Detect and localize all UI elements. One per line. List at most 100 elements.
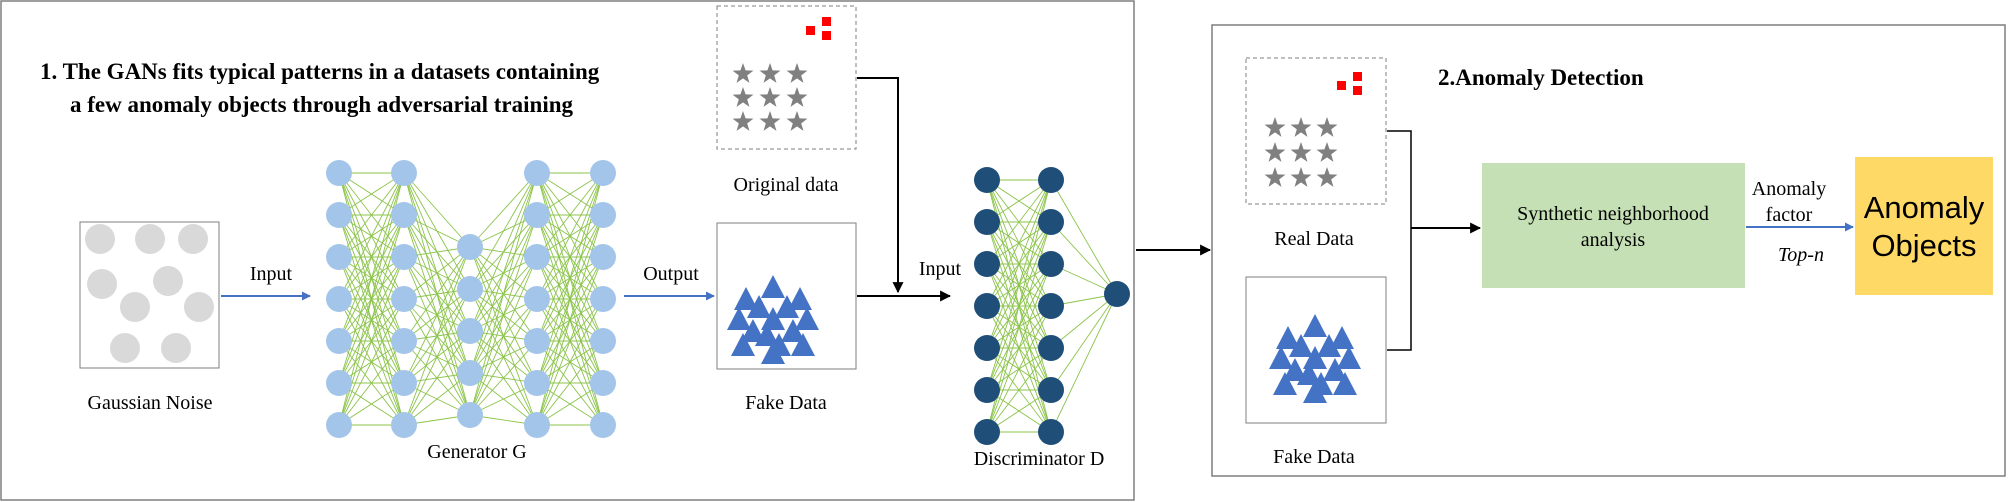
neuron-node xyxy=(590,160,616,186)
neuron-node xyxy=(524,202,550,228)
network-connection xyxy=(469,256,538,416)
network-connection xyxy=(1050,179,1118,295)
network-connection xyxy=(536,172,604,300)
neuron-node xyxy=(457,360,483,386)
network-connection xyxy=(1050,221,1118,295)
anomaly-factor-label-line1: Anomaly xyxy=(1752,178,1826,200)
output-label: Output xyxy=(643,263,699,285)
fake-data-box-2 xyxy=(1245,276,1387,424)
real-data-connector xyxy=(1387,130,1412,228)
neuron-node xyxy=(391,244,417,270)
neuron-node xyxy=(590,202,616,228)
anomaly-square xyxy=(822,17,831,26)
neuron-node xyxy=(391,412,417,438)
discriminator-network xyxy=(974,167,1130,445)
neuron-node xyxy=(326,286,352,312)
fake-data-label: Fake Data xyxy=(745,392,827,414)
network-connection xyxy=(403,246,471,300)
neuron-node xyxy=(974,335,1000,361)
network-connection xyxy=(536,382,604,426)
neuron-node xyxy=(326,202,352,228)
neuron-node xyxy=(524,244,550,270)
neuron-node xyxy=(1038,251,1064,277)
network-connection xyxy=(986,179,1052,307)
network-connection xyxy=(469,298,538,416)
top-n-label: Top-n xyxy=(1778,244,1824,266)
network-connection xyxy=(403,246,471,384)
network-connection xyxy=(536,172,604,384)
neuron-node xyxy=(1104,281,1130,307)
neuron-node xyxy=(391,286,417,312)
noise-circle xyxy=(178,224,208,254)
neuron-node xyxy=(457,276,483,302)
fake-data-label-2: Fake Data xyxy=(1273,446,1355,468)
anomaly-objects-line1: Anomaly xyxy=(1864,190,1985,225)
neuron-node xyxy=(974,251,1000,277)
neuron-node xyxy=(590,286,616,312)
network-connection xyxy=(338,172,405,342)
anomaly-square xyxy=(1337,81,1346,90)
original-star-points xyxy=(732,63,808,131)
neuron-node xyxy=(457,234,483,260)
real-star-points xyxy=(1264,117,1338,187)
anomaly-factor-label-line2: factor xyxy=(1766,204,1813,226)
network-connection xyxy=(338,172,405,258)
network-connection xyxy=(536,214,604,426)
original-data-box xyxy=(716,5,857,150)
neuron-node xyxy=(524,370,550,396)
input-label-1: Input xyxy=(250,263,293,285)
neuron-node xyxy=(524,286,550,312)
anomaly-square xyxy=(1353,72,1362,81)
neuron-node xyxy=(590,244,616,270)
neuron-node xyxy=(391,160,417,186)
neuron-node xyxy=(457,318,483,344)
network-connection xyxy=(986,347,1052,433)
network-connection xyxy=(403,172,471,248)
network-connection xyxy=(986,263,1052,433)
neuron-node xyxy=(974,167,1000,193)
neuron-node xyxy=(1038,335,1064,361)
noise-circle xyxy=(135,224,165,254)
network-connection xyxy=(403,372,471,426)
fake-data-box xyxy=(716,222,857,370)
anomaly-objects-line2: Objects xyxy=(1871,228,1976,263)
network-connection xyxy=(469,172,538,332)
anomaly-square xyxy=(806,26,815,35)
real-data-label: Real Data xyxy=(1274,228,1354,250)
network-connection xyxy=(338,172,405,300)
neuron-node xyxy=(524,412,550,438)
neuron-node xyxy=(974,377,1000,403)
neuron-node xyxy=(391,328,417,354)
neuron-node xyxy=(1038,377,1064,403)
gaussian-noise-label: Gaussian Noise xyxy=(88,392,213,414)
snn-label-line1: Synthetic neighborhood xyxy=(1517,203,1709,225)
network-connection xyxy=(469,172,538,374)
noise-circle xyxy=(184,292,214,322)
neuron-node xyxy=(326,412,352,438)
network-connection xyxy=(986,305,1052,433)
network-connection xyxy=(536,340,604,426)
discriminator-label: Discriminator D xyxy=(974,448,1105,470)
original-data-label: Original data xyxy=(734,174,839,196)
network-connection xyxy=(338,298,405,426)
synthetic-neighborhood-box xyxy=(1482,163,1745,288)
neuron-node xyxy=(1038,209,1064,235)
anomaly-objects-box xyxy=(1855,157,1993,295)
fake-data-connector xyxy=(1387,228,1412,351)
generator-network xyxy=(326,160,616,438)
original-to-merge-line xyxy=(857,77,904,294)
real-data-box xyxy=(1245,57,1387,205)
network-connection xyxy=(338,256,405,426)
neuron-node xyxy=(974,209,1000,235)
neuron-node xyxy=(590,370,616,396)
neuron-node xyxy=(326,244,352,270)
neuron-node xyxy=(1038,293,1064,319)
network-connection xyxy=(1050,293,1118,433)
network-connection xyxy=(469,340,538,416)
stage2-title: 2.Anomaly Detection xyxy=(1438,65,1644,90)
network-connection xyxy=(403,246,471,342)
network-connection xyxy=(403,288,471,426)
neuron-node xyxy=(524,328,550,354)
